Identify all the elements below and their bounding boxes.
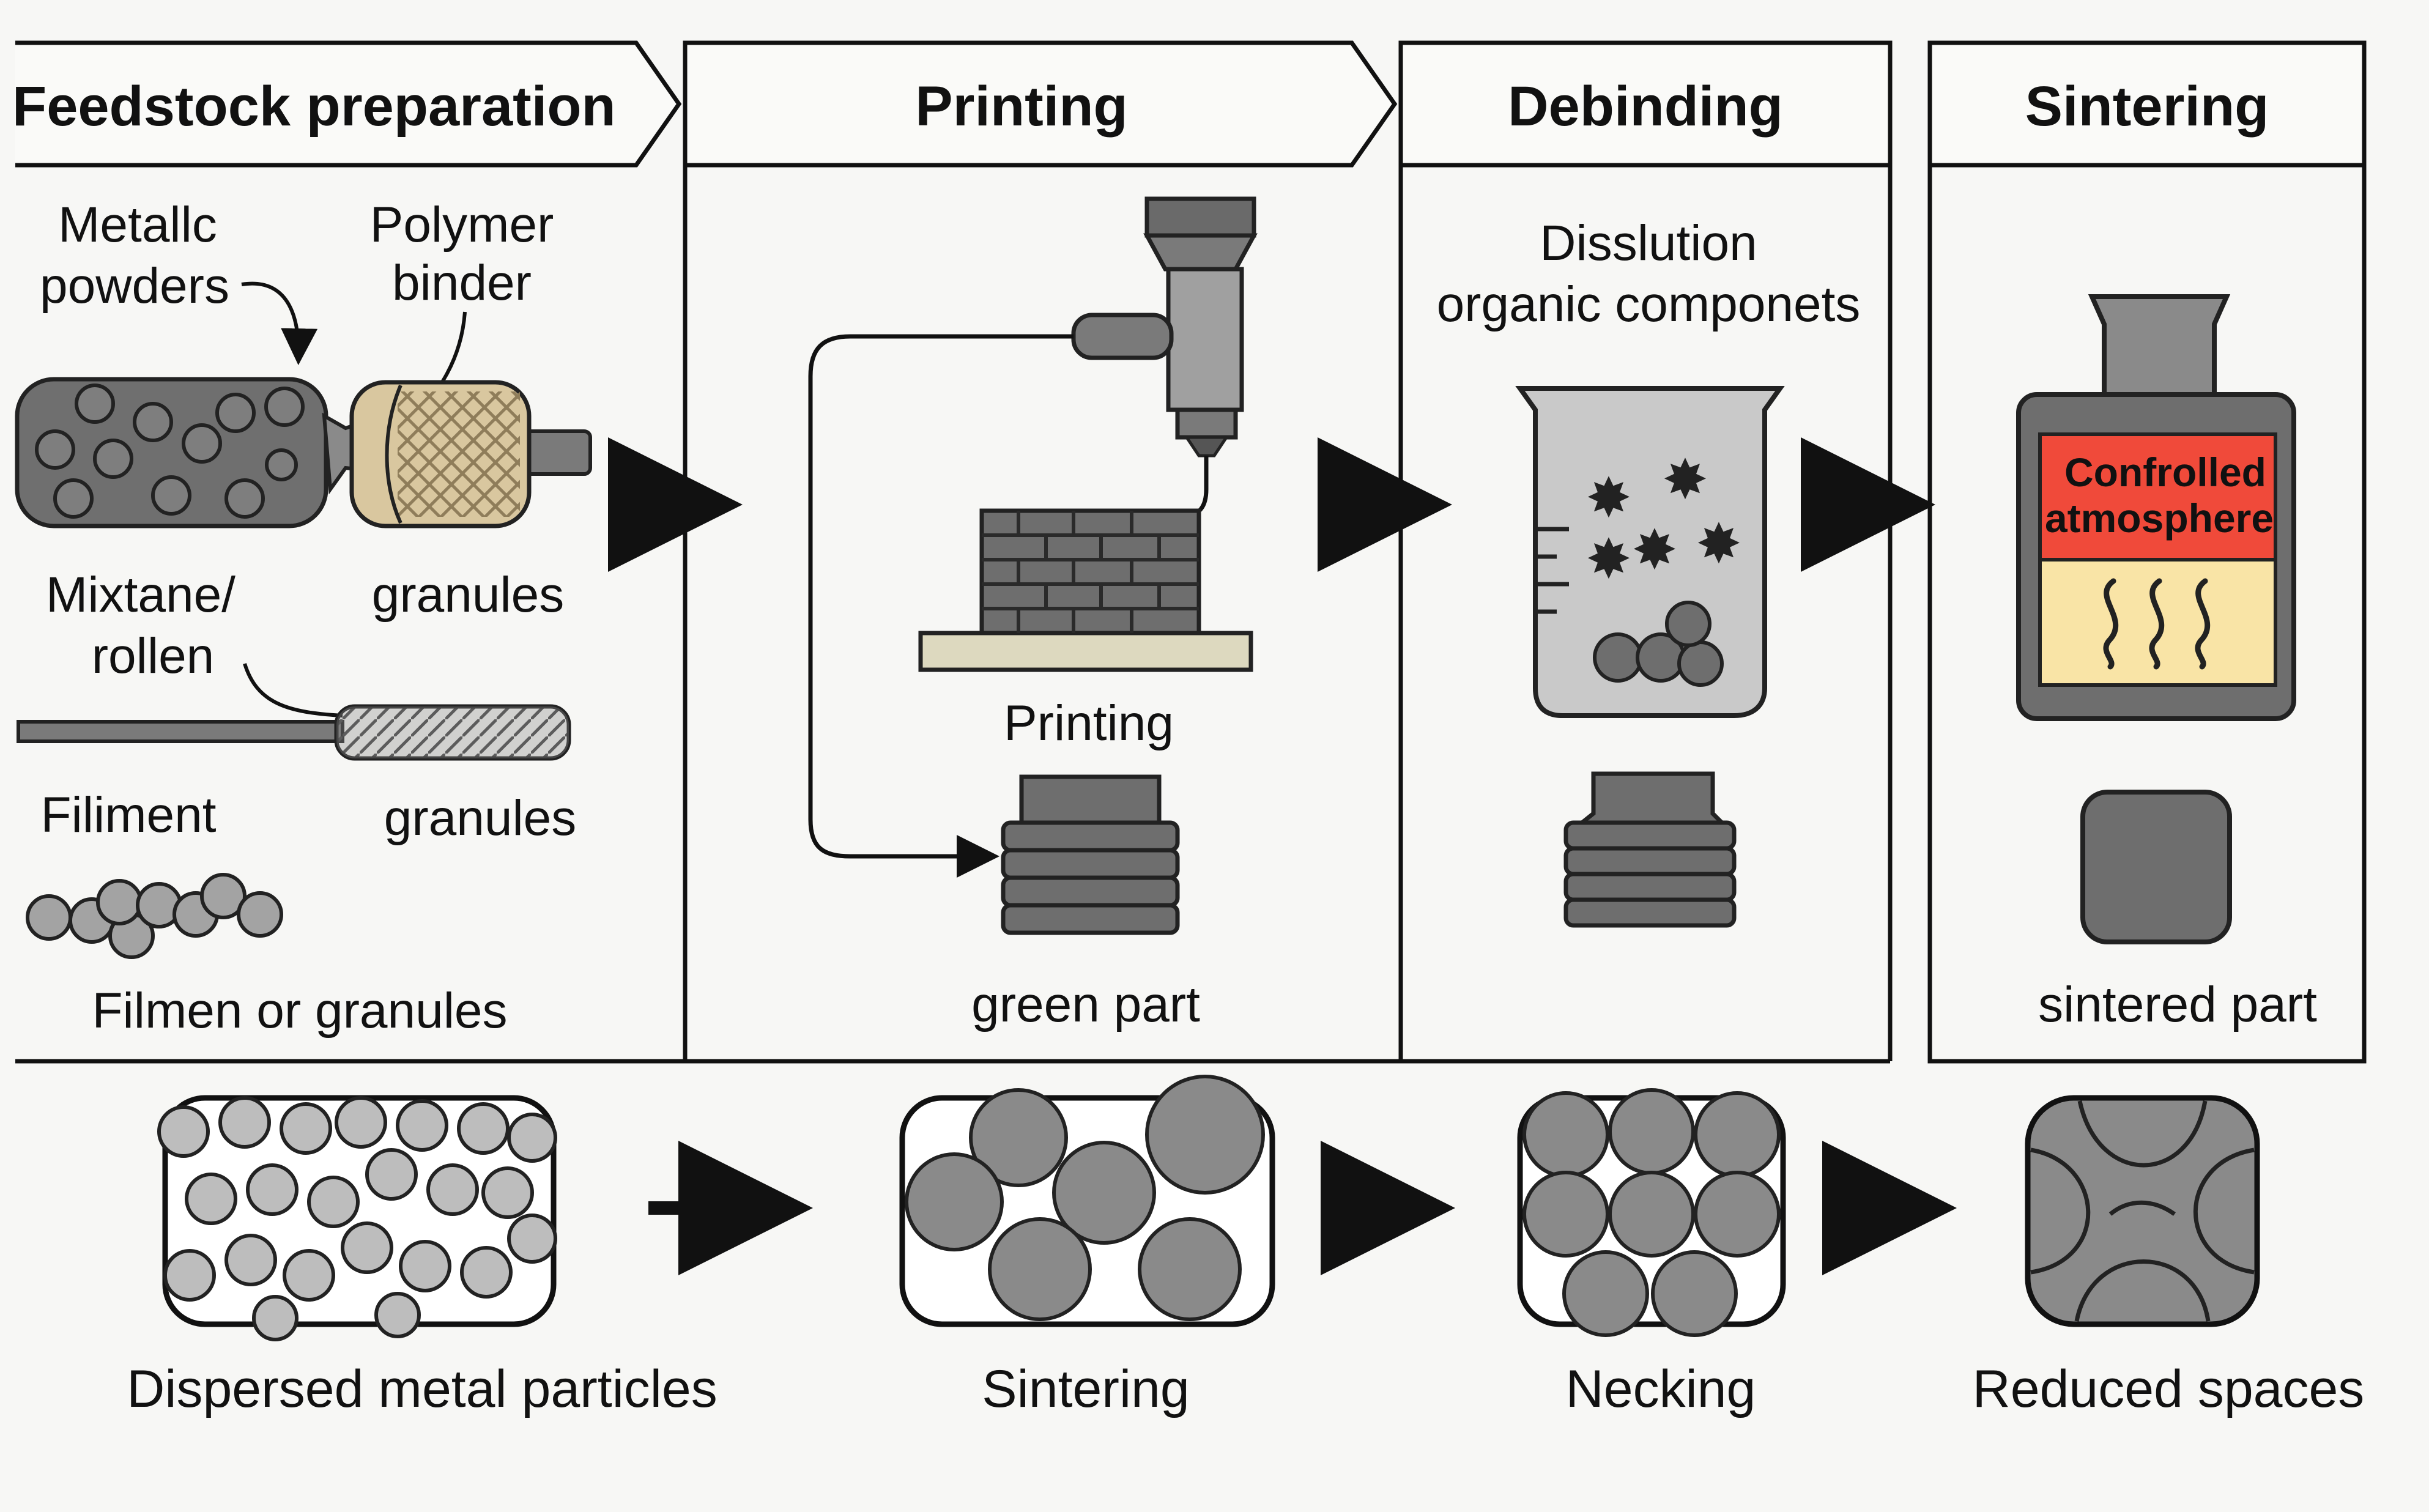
polymer-binder-label-2: binder <box>392 255 532 311</box>
granule-pellets <box>26 873 283 959</box>
svg-text:✸: ✸ <box>1631 520 1677 581</box>
furnace-label-2: atmosphere <box>2045 495 2274 541</box>
extruded-filament <box>17 704 571 761</box>
sintered-part <box>2080 790 2232 944</box>
micro-stage4-caption: Reduced spaces <box>1973 1360 2365 1418</box>
svg-text:✸: ✸ <box>1662 450 1708 511</box>
header-printing: Printing <box>683 40 1398 168</box>
polymer-binder-label-1: Polymer <box>370 197 554 253</box>
header-feedstock-label: Feedstock preparation <box>12 75 616 138</box>
micro-dispersed <box>157 1095 557 1341</box>
print-head <box>1071 196 1258 519</box>
furnace-label-1: Confrolled <box>2064 450 2266 495</box>
filament-label: Filiment <box>40 787 216 843</box>
granules-label-1: granules <box>372 567 565 623</box>
green-part <box>1001 774 1180 935</box>
micro-stage1-caption: Dispersed metal particles <box>127 1360 717 1418</box>
micro-stage3-caption: Necking <box>1566 1360 1756 1418</box>
debinding-label-1: Disslution <box>1540 215 1757 271</box>
svg-text:✸: ✸ <box>1696 514 1741 575</box>
granules-label-2: granules <box>384 790 577 846</box>
micro-reduced-spaces <box>2025 1095 2260 1327</box>
feedstock-caption: Filmen or granules <box>92 983 507 1039</box>
printing-label: Printing <box>1004 695 1174 751</box>
printed-brick-stack <box>918 508 1253 672</box>
print-flow-arrow <box>808 334 1074 878</box>
micro-sintering <box>899 1075 1275 1327</box>
header-sintering: Sintering <box>1927 40 2367 168</box>
header-printing-label: Printing <box>915 75 1128 138</box>
solvent-beaker: ✸ ✸ ✸ ✸ ✸ <box>1515 386 1785 718</box>
header-debinding: Debinding <box>1398 40 1893 168</box>
debinding-label-2: organic componets <box>1437 276 1861 332</box>
header-sintering-label: Sintering <box>2025 75 2269 138</box>
svg-text:✸: ✸ <box>1585 529 1631 590</box>
green-part-caption: green part <box>971 977 1200 1032</box>
metal-powders-label-1: Metallc <box>58 197 217 253</box>
mixture-leader-line <box>243 663 343 717</box>
micro-stage2-caption: Sintering <box>982 1360 1189 1418</box>
metal-powder-cylinder <box>15 377 380 528</box>
header-feedstock: Feedstock preparation <box>12 40 682 168</box>
micro-necking <box>1517 1088 1786 1337</box>
binder-roller <box>349 380 592 528</box>
metal-powders-label-2: powders <box>40 258 229 314</box>
furnace: Confrolled atmosphere <box>2016 294 2296 721</box>
mixture-label-2: rollen <box>92 628 215 684</box>
svg-text:✸: ✸ <box>1585 468 1631 529</box>
mixture-label-1: Mixtane/ <box>46 567 235 623</box>
heat-waves-icon <box>2103 578 2211 670</box>
powder-arrow <box>241 281 318 365</box>
sintered-part-caption: sintered part <box>2038 977 2317 1032</box>
panel-frames <box>15 163 2367 1064</box>
debound-part <box>1563 771 1737 928</box>
header-debinding-label: Debinding <box>1508 75 1783 138</box>
